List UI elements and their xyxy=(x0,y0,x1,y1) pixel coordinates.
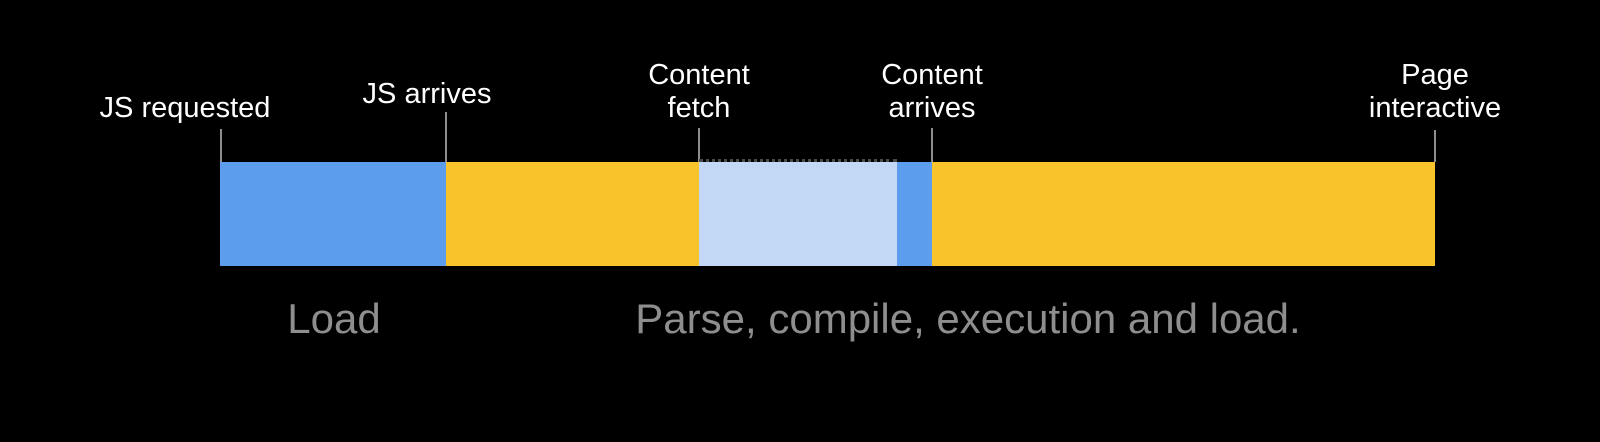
segment-parse-compile xyxy=(446,162,699,266)
content-fetch-dotted-edge xyxy=(699,159,897,162)
milestone-label-js-requested: JS requested xyxy=(99,92,271,124)
segment-content-fetch xyxy=(699,162,897,266)
phase-label-parse-compile-execution-load: Parse, compile, execution and load. xyxy=(635,295,1301,342)
milestone-tick-page-interactive xyxy=(1434,130,1436,162)
milestone-tick-js-requested xyxy=(220,129,222,162)
milestone-label-content-fetch: Content fetch xyxy=(648,59,750,124)
phase-label-load: Load xyxy=(287,295,381,342)
segment-content-arrives xyxy=(897,162,932,266)
milestone-label-js-arrives: JS arrives xyxy=(362,78,492,110)
milestone-tick-js-arrives xyxy=(445,112,447,162)
milestone-tick-content-fetch xyxy=(698,128,700,162)
milestone-label-page-interactive: Page interactive xyxy=(1368,59,1502,124)
segment-js-download xyxy=(220,162,446,266)
segment-execution-load xyxy=(932,162,1435,266)
milestone-label-content-arrives: Content arrives xyxy=(881,59,983,124)
milestone-tick-content-arrives xyxy=(931,128,933,162)
